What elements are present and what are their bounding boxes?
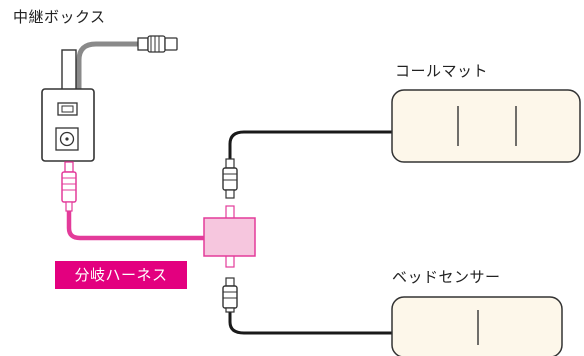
call-mat xyxy=(391,89,581,163)
bed-sensor-connector xyxy=(222,277,238,313)
branch-harness-label: 分岐ハーネス xyxy=(74,266,168,284)
call-mat-cable xyxy=(228,130,396,160)
bed-sensor-label: ベッドセンサー xyxy=(392,268,501,286)
relay-box xyxy=(41,88,95,162)
power-plug-connector xyxy=(137,35,178,53)
branch-harness-cable xyxy=(66,210,204,241)
relay-box-switch-inner xyxy=(61,105,74,113)
relay-box-label: 中継ボックス xyxy=(13,8,106,26)
call-mat-label: コールマット xyxy=(395,62,489,80)
relay-box-socket-pin xyxy=(65,137,69,141)
relay-box-mount-tab xyxy=(61,49,77,91)
branch-junction xyxy=(203,205,256,268)
branch-harness-tag-bg xyxy=(55,261,187,289)
call-mat-connector xyxy=(222,158,238,199)
bed-sensor xyxy=(391,296,563,356)
relay-box-grey-cable xyxy=(76,41,141,93)
bed-sensor-cable xyxy=(228,310,396,335)
harness-connector-top xyxy=(61,161,77,212)
